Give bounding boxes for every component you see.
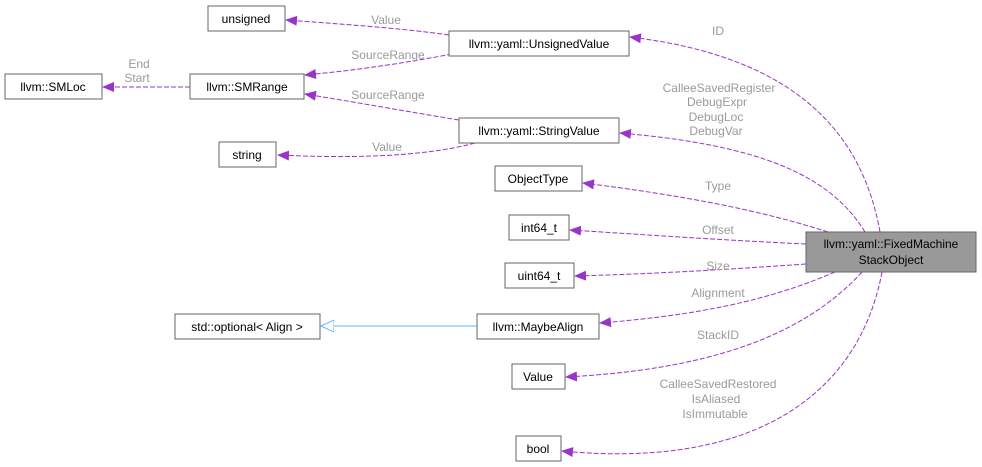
node-string-label: string bbox=[232, 148, 261, 162]
label-main-is-aliased: IsAliased bbox=[692, 392, 741, 406]
edge-unsigned-value-to-smrange bbox=[304, 53, 453, 79]
edge-main-to-unsigned-value bbox=[629, 33, 881, 233]
node-unsigned[interactable]: unsigned bbox=[207, 5, 286, 32]
label-main-debug-loc: DebugLoc bbox=[689, 110, 744, 124]
label-main-type: Type bbox=[705, 179, 731, 193]
label-main-offset: Offset bbox=[702, 223, 734, 237]
node-value[interactable]: Value bbox=[511, 363, 566, 390]
node-int64-label: int64_t bbox=[521, 221, 558, 235]
node-int64[interactable]: int64_t bbox=[508, 214, 570, 241]
node-smloc-label: llvm::SMLoc bbox=[20, 80, 85, 94]
edge-main-to-int64 bbox=[569, 225, 807, 245]
edge-main-to-value bbox=[565, 271, 863, 382]
node-string-value-label: llvm::yaml::StringValue bbox=[478, 124, 599, 138]
node-maybe-align[interactable]: llvm::MaybeAlign bbox=[476, 313, 600, 340]
node-fixed-machine-stack-object[interactable]: llvm::yaml::FixedMachine StackObject bbox=[805, 231, 977, 273]
label-string-value-value: Value bbox=[372, 140, 402, 154]
label-main-callee-saved-register: CalleeSavedRegister bbox=[663, 81, 776, 95]
edge-labels: Value SourceRange End Start SourceRange … bbox=[124, 13, 776, 421]
label-main-id: ID bbox=[712, 24, 724, 38]
label-smrange-start: Start bbox=[124, 71, 150, 85]
label-unsigned-value-source-range: SourceRange bbox=[351, 48, 425, 62]
label-main-debug-expr: DebugExpr bbox=[687, 95, 747, 109]
edge-unsigned-value-to-unsigned bbox=[285, 15, 450, 36]
label-main-callee-saved-restored: CalleeSavedRestored bbox=[660, 377, 777, 391]
node-unsigned-label: unsigned bbox=[222, 12, 271, 26]
edge-main-to-bool bbox=[561, 271, 883, 458]
node-bool-label: bool bbox=[527, 442, 550, 456]
node-smrange-label: llvm::SMRange bbox=[206, 80, 288, 94]
node-maybe-align-label: llvm::MaybeAlign bbox=[493, 320, 584, 334]
edges bbox=[102, 15, 883, 458]
label-main-is-immutable: IsImmutable bbox=[682, 407, 748, 421]
node-fixed-machine-stack-object-line1: llvm::yaml::FixedMachine bbox=[824, 237, 959, 251]
label-main-alignment: Alignment bbox=[691, 286, 745, 300]
node-string-value[interactable]: llvm::yaml::StringValue bbox=[458, 117, 620, 144]
edge-main-to-object-type bbox=[582, 179, 829, 233]
node-unsigned-value[interactable]: llvm::yaml::UnsignedValue bbox=[448, 30, 630, 57]
node-smloc[interactable]: llvm::SMLoc bbox=[4, 73, 103, 100]
node-value-label: Value bbox=[523, 370, 553, 384]
label-main-stack-id: StackID bbox=[697, 328, 739, 342]
node-unsigned-value-label: llvm::yaml::UnsignedValue bbox=[469, 37, 610, 51]
node-object-type[interactable]: ObjectType bbox=[494, 165, 583, 192]
label-unsigned-value-value: Value bbox=[371, 13, 401, 27]
node-object-type-label: ObjectType bbox=[508, 172, 569, 186]
edge-main-to-maybe-align bbox=[599, 271, 836, 328]
edge-string-value-to-smrange bbox=[304, 90, 460, 121]
label-main-debug-var: DebugVar bbox=[689, 124, 742, 138]
node-optional-align[interactable]: std::optional< Align > bbox=[174, 313, 321, 340]
label-string-value-source-range: SourceRange bbox=[351, 88, 425, 102]
node-string[interactable]: string bbox=[218, 141, 277, 168]
node-bool[interactable]: bool bbox=[515, 435, 562, 462]
nodes: llvm::yaml::FixedMachine StackObject llv… bbox=[4, 5, 977, 462]
node-uint64-label: uint64_t bbox=[518, 269, 561, 283]
edge-main-to-string-value bbox=[619, 128, 866, 233]
label-main-size: Size bbox=[706, 259, 730, 273]
node-smrange[interactable]: llvm::SMRange bbox=[189, 73, 305, 100]
node-optional-align-label: std::optional< Align > bbox=[191, 320, 302, 334]
node-uint64[interactable]: uint64_t bbox=[504, 262, 575, 289]
edge-string-value-to-string bbox=[277, 142, 476, 161]
node-fixed-machine-stack-object-line2: StackObject bbox=[859, 253, 924, 267]
label-smrange-end: End bbox=[128, 57, 149, 71]
edge-main-to-uint64 bbox=[574, 263, 807, 281]
